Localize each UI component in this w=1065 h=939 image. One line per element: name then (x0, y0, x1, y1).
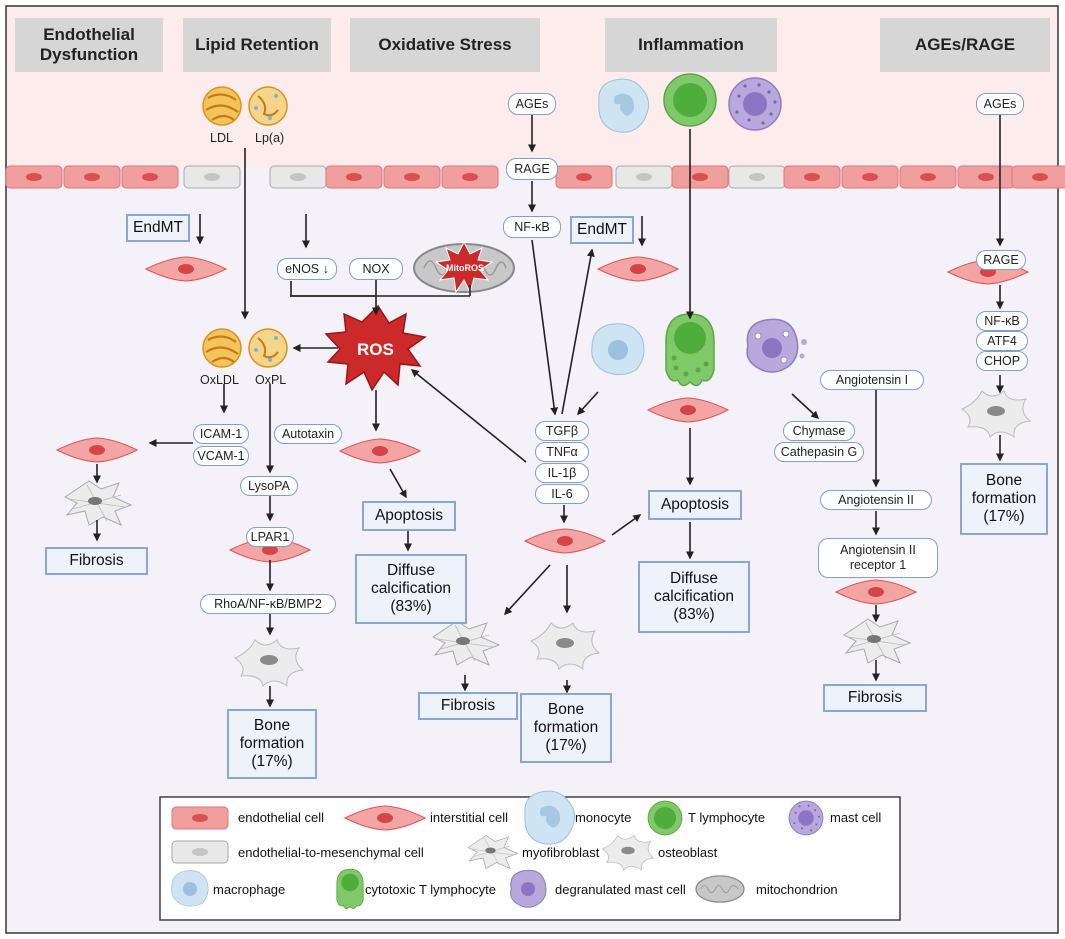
box-bone-formation-left: Bone formation (17%) (227, 709, 317, 779)
box-fibrosis-right: Fibrosis (823, 684, 927, 712)
legend-endmt-cell: endothelial-to-mesenchymal cell (238, 845, 424, 860)
pill-icam1: ICAM-1 (193, 424, 249, 444)
ros-burst (324, 304, 427, 392)
pill-il1b: IL-1β (535, 463, 589, 483)
box-apoptosis-left: Apoptosis (362, 501, 456, 531)
legend-interstitial-cell: interstitial cell (430, 810, 509, 825)
box-bone-formation-middle: Bone formation (17%) (520, 693, 612, 763)
legend-cytotoxic-t: cytotoxic T lymphocyte (365, 882, 497, 897)
pill-rhoa-nfkb-bmp2: RhoA/NF-κB/BMP2 (200, 594, 336, 614)
box-bone-formation-right: Bone formation (17%) (960, 463, 1048, 535)
box-diffuse-calcification-left: Diffuse calcification (83%) (355, 554, 467, 624)
legend-myofibroblast: myofibroblast (522, 845, 600, 860)
label-ldl: LDL (210, 131, 233, 145)
legend-osteoblast: osteoblast (658, 845, 718, 860)
pill-chymase: Chymase (783, 421, 855, 441)
pill-angiotensin-ii: Angiotensin II (820, 490, 932, 510)
box-apoptosis-right: Apoptosis (648, 490, 742, 520)
header-inflammation: Inflammation (605, 18, 777, 72)
mitochondrion-graphic (413, 240, 515, 294)
pill-rage-oxidative: RAGE (506, 158, 558, 180)
label-oxldl: OxLDL (200, 373, 239, 387)
pill-il6: IL-6 (535, 484, 589, 504)
box-endmt-right: EndMT (570, 216, 634, 244)
pill-atf4: ATF4 (976, 331, 1028, 351)
pill-cathepsin-g: Cathepasin G (774, 442, 864, 462)
pill-angiotensin-i: Angiotensin I (820, 370, 924, 390)
pill-chop: CHOP (976, 351, 1028, 371)
pill-nfkb-oxidative: NF-κB (503, 216, 561, 238)
legend-mitochondrion: mitochondrion (756, 882, 838, 897)
box-diffuse-calcification-right: Diffuse calcification (83%) (638, 561, 750, 633)
pill-autotaxin: Autotaxin (274, 424, 342, 444)
box-fibrosis-left: Fibrosis (45, 547, 148, 575)
pill-nox: NOX (349, 258, 403, 280)
label-mitoros: MitoROS (446, 263, 484, 273)
pill-ages-rage-col: AGEs (976, 93, 1024, 115)
legend-macrophage: macrophage (213, 882, 286, 897)
label-ros: ROS (357, 340, 394, 359)
label-lpa: Lp(a) (255, 131, 285, 145)
pill-tnfa: TNFα (535, 442, 589, 462)
pill-lysopa: LysoPA (240, 476, 298, 496)
header-endothelial-dysfunction: Endothelial Dysfunction (15, 18, 163, 72)
pill-ages-oxidative: AGEs (508, 93, 556, 115)
box-endmt-left: EndMT (126, 214, 190, 242)
box-fibrosis-middle: Fibrosis (418, 692, 518, 720)
pill-angiotensin-ii-receptor: Angiotensin II receptor 1 (818, 538, 938, 578)
legend-mast-cell: mast cell (830, 810, 882, 825)
pill-tgfb: TGFβ (535, 421, 589, 441)
legend-endothelial-cell: endothelial cell (238, 810, 325, 825)
pill-nfkb-rage-col: NF-κB (976, 311, 1028, 331)
legend-icons (171, 790, 824, 909)
label-oxpl: OxPL (255, 373, 287, 387)
legend-monocyte: monocyte (575, 810, 632, 825)
legend-t-lymphocyte: T lymphocyte (688, 810, 766, 825)
header-oxidative-stress: Oxidative Stress (350, 18, 540, 72)
pill-enos: eNOS ↓ (277, 258, 337, 280)
header-lipid-retention: Lipid Retention (183, 18, 331, 72)
pill-rage-rage-col: RAGE (976, 250, 1026, 270)
pill-lpar1: LPAR1 (246, 527, 294, 547)
header-ages-rage: AGEs/RAGE (880, 18, 1050, 72)
legend-degranulated-mast: degranulated mast cell (555, 882, 686, 897)
pill-vcam1: VCAM-1 (193, 446, 249, 466)
